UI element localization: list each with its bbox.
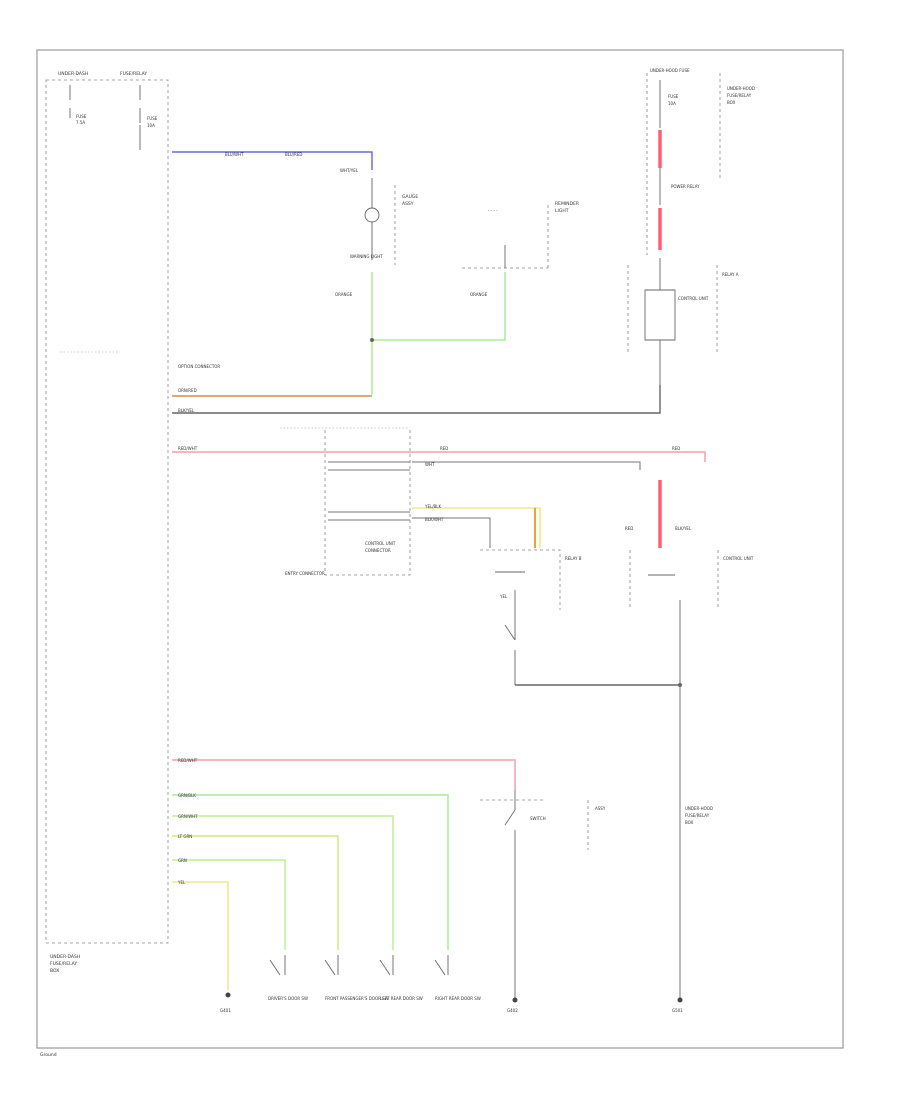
relay-b-label: RELAY B <box>565 556 582 561</box>
fuse-right-label: FUSE <box>147 116 158 121</box>
wire-label-yel-2: YEL <box>177 880 186 885</box>
ground-3-label: G501 <box>672 1008 683 1013</box>
right-fuse-amp: 10A <box>668 101 676 106</box>
door-switch-3-label: LEFT REAR DOOR SW <box>380 996 423 1001</box>
wire-label-blk-yel: BLK/YEL <box>178 408 195 413</box>
reminder-light: - - - - REMINDER LIGHT <box>462 201 579 269</box>
ground-1-icon <box>225 992 231 998</box>
wire-lt-grn <box>172 835 339 950</box>
wire-label-grn: GRN <box>178 858 187 863</box>
wire-label-lt-grn: LT GRN <box>178 834 192 839</box>
gauge-bulb-icon <box>364 207 380 223</box>
ground-2: G402 <box>507 997 518 1013</box>
control-unit-label-right-lower: CONTROL UNIT <box>723 556 754 561</box>
wire-label-red-2: RED <box>672 446 680 451</box>
right-box-label-1: UNDER-HOOD <box>727 86 755 91</box>
wire-label-blu-wht: BLU/WHT <box>225 152 244 157</box>
right-box-header: UNDER-HOOD FUSE <box>650 68 690 73</box>
wire-label-yel-blk: YEL/BLK <box>424 504 442 509</box>
relay-right: RELAY A CONTROL UNIT <box>627 258 739 385</box>
control-unit-sub-label: CONNECTOR <box>365 548 391 553</box>
wire-blu-wht <box>172 151 373 170</box>
wire-label-wht: WHT <box>425 462 435 467</box>
right-box-label-2-lower: FUSE/RELAY <box>685 813 710 818</box>
right-box-label-3-lower: BOX <box>685 820 694 825</box>
control-unit-label: CONTROL UNIT <box>365 541 396 546</box>
control-unit-connector: CONTROL UNIT CONNECTOR ENTRY CONNECTOR <box>280 427 411 576</box>
fuse-right-amp: 10A <box>147 123 155 128</box>
wire-label-blk-wht: BLK/WHT <box>425 517 444 522</box>
door-switch-group <box>269 955 449 976</box>
wire-label-red-wht-2: RED/WHT <box>178 758 198 763</box>
diagram-frame <box>36 49 844 1049</box>
wire-lt-blu <box>172 859 286 950</box>
wire-label-red: RED <box>440 446 448 451</box>
wire-red-wht <box>172 451 706 462</box>
warning-light-label: WARNING LIGHT <box>350 254 383 259</box>
left-box-label-2: FUSE/RELAY <box>50 961 77 967</box>
relay-middle: RELAY B YEL <box>480 549 582 685</box>
wire-yel-blk <box>412 507 541 548</box>
wire-label-blk-yel-2: BLK/YEL <box>675 526 692 531</box>
wire-label-grn-wht: GRN/WHT <box>178 814 198 819</box>
main-switch: SWITCH ASSY <box>480 790 606 1000</box>
wire-grn <box>172 815 394 950</box>
main-switch-label: SWITCH <box>530 816 546 821</box>
wire-label-orn-1: ORANGE <box>335 292 353 297</box>
main-switch-sub-label: ASSY <box>595 806 606 811</box>
wire-label-orn-2: ORANGE <box>470 292 488 297</box>
wire-red-switch <box>172 759 516 790</box>
door-switch-2-label: FRONT PASSENGER'S DOOR SW <box>325 996 389 1001</box>
wire-blk-yel <box>172 385 661 414</box>
wire-label-grn-blk: GRN/BLK <box>178 793 196 798</box>
wire-label-orn-red: ORN/RED <box>178 388 197 393</box>
ground-3-icon <box>677 997 683 1003</box>
wire-blk-wht <box>412 517 491 548</box>
right-box-label-2: FUSE/RELAY <box>727 93 752 98</box>
footer-label: Ground <box>40 1052 57 1058</box>
power-relay-label: POWER RELAY <box>671 184 700 189</box>
svg-text:- - - -: - - - - <box>488 208 498 213</box>
fuse-left-amp: 7.5A <box>76 120 85 125</box>
left-fuse-relay-box: UNDER-DASH FUSE/RELAY FUSE 7.5A FUSE 10A… <box>45 71 169 974</box>
ground-2-label: G402 <box>507 1008 518 1013</box>
relay-a-label: RELAY A <box>722 272 739 277</box>
right-box-label-1-lower: UNDER-HOOD <box>685 806 713 811</box>
door-switch-1-label: DRIVER'S DOOR SW <box>268 996 308 1001</box>
wire-label-wht-yel: WHT/YEL <box>340 168 359 173</box>
relay-right-lower: CONTROL UNIT <box>629 550 754 1000</box>
ground-1: G401 <box>220 992 231 1013</box>
gauge-label: GAUGE <box>402 194 418 200</box>
entry-connector-label: ENTRY CONNECTOR <box>285 571 325 576</box>
wire-yel <box>172 881 229 990</box>
left-box-header-2: FUSE/RELAY <box>120 71 147 77</box>
gauge-assembly: WHT/YEL GAUGE ASSY WARNING LIGHT <box>340 168 418 265</box>
wire-wht <box>412 461 641 470</box>
ground-3: G501 <box>672 997 683 1013</box>
right-fuse-box: UNDER-HOOD FUSE FUSE 10A UNDER-HOOD FUSE… <box>646 68 755 255</box>
wire-label-red-3: RED <box>625 526 633 531</box>
wire-label-red-wht: RED/WHT <box>178 446 198 451</box>
control-unit-label-right: CONTROL UNIT <box>678 296 709 301</box>
ground-2-icon <box>512 997 518 1003</box>
wire-label-yel: YEL <box>499 594 508 599</box>
ground-1-label: G401 <box>220 1008 231 1013</box>
reminder-sub-label: LIGHT <box>555 208 569 214</box>
fuse-left-label: FUSE <box>76 114 87 119</box>
left-box-label-3: BOX <box>50 968 59 974</box>
left-box-label-1: UNDER-DASH <box>50 954 80 960</box>
reminder-label: REMINDER <box>555 201 579 207</box>
wire-label-blu-red: BLU/RED <box>285 152 302 157</box>
option-connector-label: OPTION CONNECTOR <box>178 364 220 369</box>
right-fuse-label: FUSE <box>668 94 679 99</box>
door-switch-4-label: RIGHT REAR DOOR SW <box>435 996 481 1001</box>
gauge-sub-label: ASSY <box>402 201 414 207</box>
wire-grn-blk <box>172 794 449 950</box>
left-box-header-1: UNDER-DASH <box>58 71 88 77</box>
wire-grn-reminder <box>372 272 506 341</box>
right-box-label-3: BOX <box>727 100 736 105</box>
